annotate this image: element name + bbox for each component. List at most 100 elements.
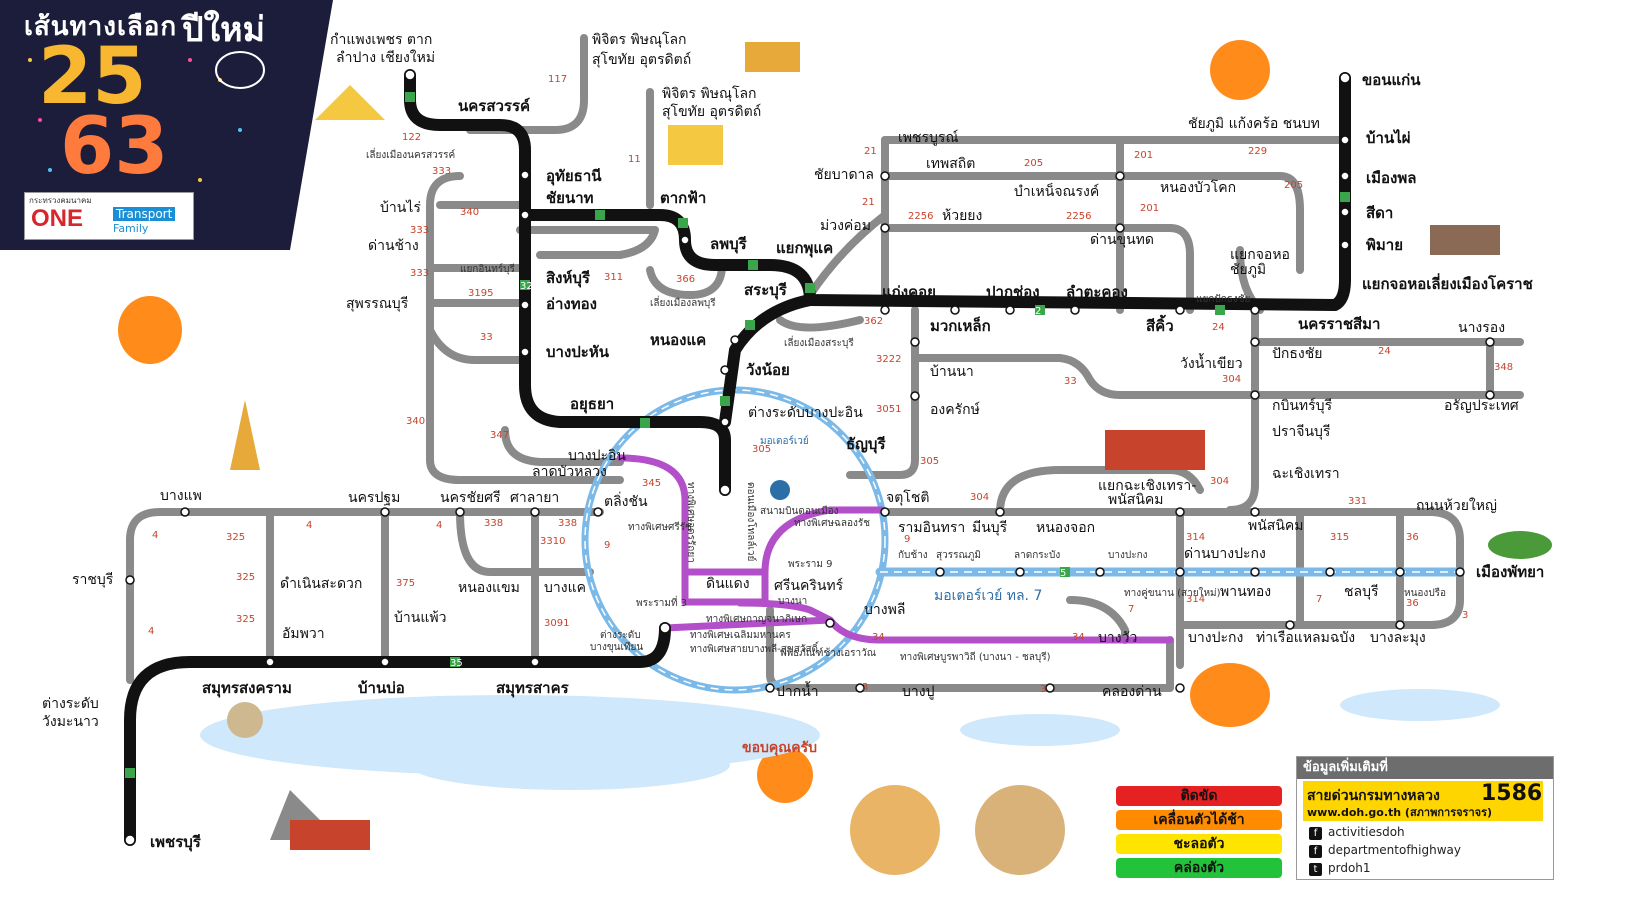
social-handle: departmentofhighway — [1328, 843, 1461, 857]
label-yaek-chorakhe: แยกจอหอ — [1230, 247, 1290, 263]
route-number: 3195 — [468, 288, 494, 299]
hotline-panel: สายด่วนกรมทางหลวง 1586 www.doh.go.th (สภ… — [1303, 781, 1543, 821]
route-number: 362 — [864, 316, 884, 327]
website-link[interactable]: www.doh.go.th (สภาพการจราจร) — [1307, 806, 1493, 819]
route-number: 34 — [872, 632, 885, 643]
route-number: 205 — [1284, 180, 1304, 191]
label-expressway-chalerm: ทางพิเศษเฉลิมมหานคร — [690, 630, 791, 641]
route-number: 3051 — [876, 404, 902, 415]
label-nong-khae: หนองแค — [650, 331, 707, 349]
route-number: 311 — [604, 272, 624, 283]
label-bypass-sb: เลี่ยงเมืองสระบุรี — [784, 338, 854, 349]
label-bang-khun-thian: บางขุนเทียน — [590, 642, 644, 653]
legend-moderate-label: ชะลอตัว — [1173, 836, 1225, 852]
label-aranyaprathet: อรัญประเทศ — [1444, 398, 1519, 414]
hotline-label: สายด่วนกรมทางหลวง — [1307, 788, 1440, 804]
label-takfa: ตากฟ้า — [660, 189, 707, 207]
label-bang-pa-in-ic: ต่างระดับบางปะอิน — [748, 405, 863, 421]
label-sing-buri: สิงห์บุรี — [546, 269, 590, 287]
label-chachoengsao: ฉะเชิงเทรา — [1272, 466, 1340, 482]
label-phichit2: พิจิตร พิษณุโลก — [662, 86, 757, 102]
label-phimai: พิมาย — [1366, 236, 1403, 254]
legend-slow: เคลื่อนตัวได้ช้า — [1116, 810, 1282, 830]
route-number: 331 — [1348, 496, 1368, 507]
route-number: 24 — [1212, 322, 1225, 333]
label-wang-nam-khiao: วังน้ำเขียว — [1180, 356, 1243, 372]
route-number: 4 — [436, 520, 443, 531]
label-thanon-huai-yai: ถนนห้วยใหญ่ — [1416, 498, 1497, 514]
label-samut-sakhon: สมุทรสาคร — [496, 679, 569, 697]
route-number: 9 — [904, 534, 911, 545]
label-khlong-chan: กับช้าง — [898, 550, 928, 561]
label-phetchaburi: เพชรบุรี — [150, 833, 201, 851]
label-donmueang-tollway: ดอนเมืองโทลล์เวย์ — [745, 482, 756, 562]
label-bypass-ns: เลี่ยงเมืองนครสวรรค์ — [366, 150, 456, 161]
alternative-routes — [126, 34, 1524, 692]
station-dots — [124, 69, 1495, 846]
info-header: ข้อมูลเพิ่มเติมที่ — [1297, 757, 1553, 779]
label-sinakarin: ศรีนครินทร์ — [774, 578, 844, 594]
label-wang-manao2: วังมะนาว — [42, 714, 99, 730]
label-nakhon-sawan: นครสวรรค์ — [458, 97, 531, 115]
label-ban-na: บ้านนา — [930, 364, 974, 380]
label-bang-pu: บางปู — [902, 684, 935, 700]
label-nong-khaem: หนองแขม — [458, 580, 520, 596]
label-kamphaeng: กำแพงเพชร ตาก — [330, 32, 433, 48]
route-number: 201 — [1134, 150, 1154, 161]
route-number: 333 — [432, 166, 452, 177]
label-chaiyadan: ชัยบาดาล — [814, 167, 874, 183]
route-number: 338 — [484, 518, 504, 529]
route-number: 24 — [1378, 346, 1391, 357]
label-lat-bua-luang: ลาดบัวหลวง — [532, 464, 607, 480]
route-number: 305 — [920, 456, 940, 467]
hotline-number[interactable]: 1586 — [1481, 781, 1543, 806]
label-taling-chan: ตลิ่งชัน — [604, 494, 648, 510]
route-number: 3310 — [540, 536, 566, 547]
label-ban-bo: บ้านบ่อ — [358, 679, 405, 697]
route-number: 347 — [490, 430, 510, 441]
label-prachinburi: ปราจีนบุรี — [1272, 424, 1331, 440]
route-number: 117 — [548, 74, 568, 85]
label-thanyaburi: ธัญบุรี — [846, 435, 886, 453]
label-bang-pahan: บางปะหัน — [546, 343, 609, 361]
label-motorway9: มอเตอร์เวย์ — [760, 436, 809, 447]
label-expressway-chalong: ทางพิเศษฉลองรัช — [794, 518, 871, 529]
legend-heavy-label: ติดขัด — [1180, 788, 1218, 804]
label-kaeng-khoi: แก่งคอย — [882, 283, 936, 301]
label-suvarnabhumi: สุวรรณภูมิ — [936, 550, 981, 561]
label-phanat-nikhom1: พนัสนิคม — [1108, 492, 1164, 508]
route-number: 229 — [1248, 146, 1268, 157]
mouse-icon — [215, 51, 265, 89]
route-number: 304 — [970, 492, 990, 503]
route-number: 348 — [1494, 362, 1514, 373]
label-uthai: อุทัยธานี — [546, 167, 602, 185]
route-number: 2256 — [1066, 211, 1092, 222]
title-year-top: 25 — [38, 32, 147, 122]
label-chai-nat: ชัยนาท — [546, 189, 594, 207]
label-ban-rai: บ้านไร่ — [380, 200, 421, 216]
route-number: 333 — [410, 268, 430, 279]
route-number: 11 — [628, 154, 641, 165]
route-number: 21 — [864, 146, 877, 157]
route-number: 375 — [396, 578, 416, 589]
legend-free-flow: คล่องตัว — [1116, 858, 1282, 878]
route-number: 1 — [418, 94, 425, 105]
route-number: 340 — [406, 416, 426, 427]
label-mueang-phon: เมืองพล — [1366, 169, 1417, 187]
label-muang-khom: ม่วงค่อม — [820, 218, 871, 234]
title-background — [0, 0, 333, 250]
route-number: 314 — [1186, 594, 1206, 605]
title-year-bottom: 63 — [60, 102, 169, 192]
route-number: 7 — [1128, 604, 1135, 615]
label-phetchabun: เพชรบูรณ์ — [898, 130, 959, 146]
label-phichit1: พิจิตร พิษณุโลก — [592, 32, 687, 48]
route-number: 33 — [480, 332, 493, 343]
label-lopburi: ลพบุรี — [710, 235, 747, 253]
label-nakhon-chai-si: นครชัยศรี — [440, 490, 501, 506]
legend-moderate: ชะลอตัว — [1116, 834, 1282, 854]
route-number: 366 — [676, 274, 696, 285]
